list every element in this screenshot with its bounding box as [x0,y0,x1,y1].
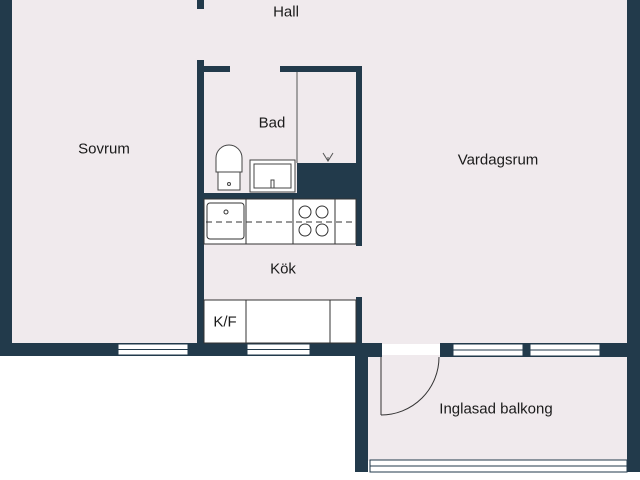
room-label-kok: Kök [270,260,296,278]
lower-counter [203,299,357,344]
kitchen-sink-icon [206,202,245,240]
room-label-vardagsrum: Vardagsrum [457,151,539,169]
kitchen-counter [203,198,357,245]
fridge-freezer-label: K/F [213,313,237,331]
drain-icon [322,152,334,162]
balcony-floor [368,355,628,461]
stove-icon [298,205,329,237]
toilet-icon [215,144,243,191]
room-label-bad: Bad [258,114,286,132]
windows [117,343,628,473]
room-label-balkong: Inglasad balkong [439,400,553,418]
bathroom-sink-icon [249,159,296,193]
room-label-hall: Hall [273,3,299,21]
room-label-sovrum: Sovrum [78,140,130,158]
balcony-door[interactable] [380,356,440,416]
